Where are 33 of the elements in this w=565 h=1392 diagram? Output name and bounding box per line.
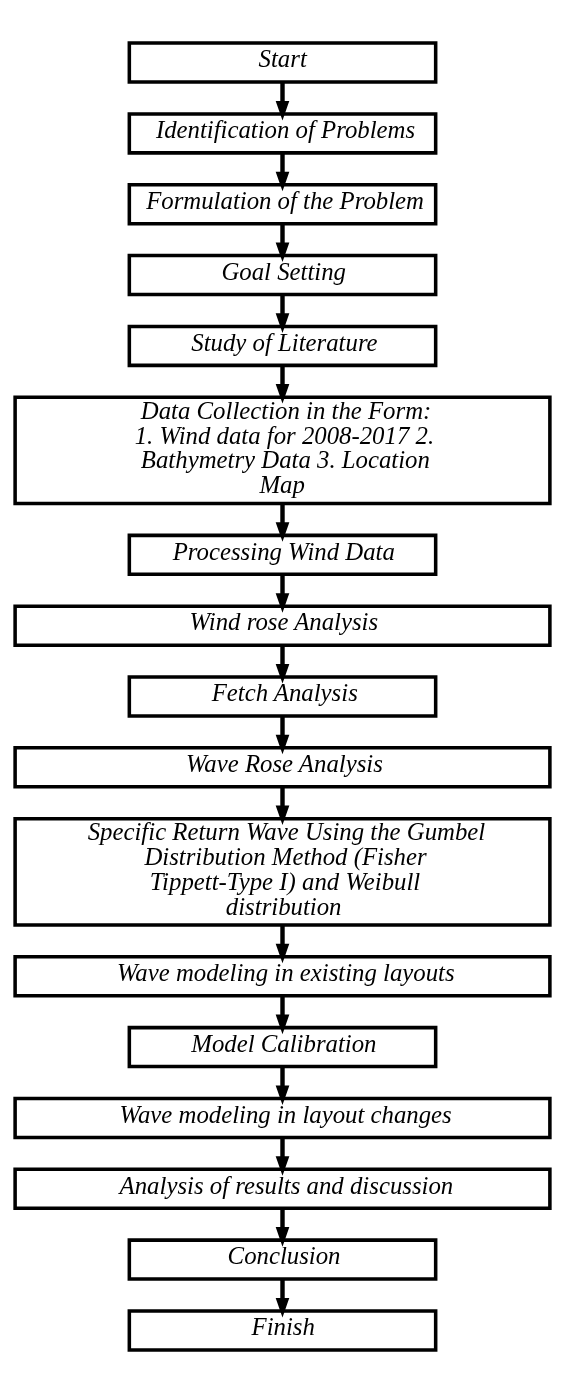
node-box: Start (127, 40, 438, 84)
node-box: Fetch Analysis (127, 674, 438, 718)
arrow (275, 1279, 290, 1317)
arrow (275, 995, 290, 1034)
arrow (275, 574, 290, 613)
arrow (275, 1066, 290, 1105)
node-box: Data Collection in the Form: 1. Wind data for 2008-2017 2. Bathymetry Data 3. Location Map (13, 394, 552, 505)
node-box: Study of Literature (127, 324, 438, 367)
node-box: Wave modeling in layout changes (13, 1096, 552, 1139)
node-box: Wave modeling in existing layouts (13, 954, 552, 998)
arrow (275, 1137, 290, 1176)
node-box: Model Calibration (127, 1025, 438, 1068)
arrow (275, 365, 290, 404)
node-box: Specific Return Wave Using the Gumbel Distribution Method (Fisher Tippett-Type I) and Weibull distribution (13, 816, 552, 927)
node-box: Processing Wind Data (127, 533, 438, 576)
arrow (275, 503, 290, 542)
node-box: Wind rose Analysis (13, 603, 552, 647)
arrow (275, 82, 290, 120)
arrow (275, 924, 290, 963)
node-box: Analysis of results and discussion (13, 1167, 552, 1210)
node-box: Wave Rose Analysis (13, 745, 552, 789)
arrow (275, 223, 290, 262)
arrow (275, 1208, 290, 1247)
arrow (275, 786, 290, 825)
arrow (275, 716, 290, 754)
arrow (275, 294, 290, 333)
node-box: Conclusion (127, 1237, 438, 1281)
node-box: Formulation of the Problem (127, 182, 438, 225)
node-box: Goal Setting (127, 253, 438, 296)
arrow (275, 645, 290, 684)
arrow (275, 153, 290, 191)
node-box: Identification of Problems (127, 111, 438, 155)
node-box: Finish (127, 1308, 438, 1352)
